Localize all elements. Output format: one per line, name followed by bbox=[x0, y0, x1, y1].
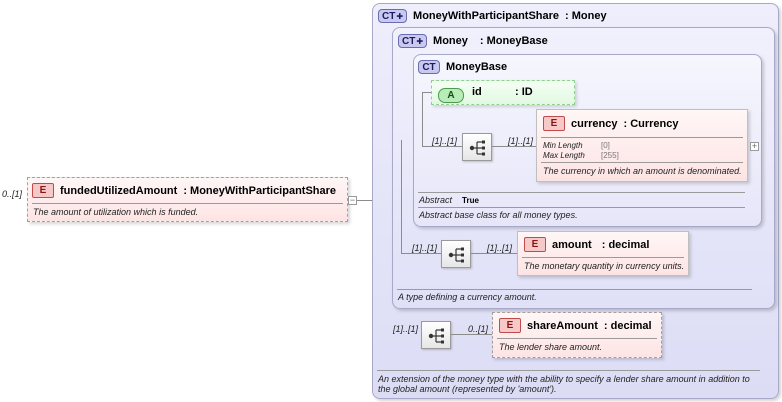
root-element-box[interactable]: E fundedUtilizedAmount : MoneyWithPartic… bbox=[27, 177, 348, 222]
share-amount-name: shareAmount bbox=[527, 319, 598, 332]
currency-type: : Currency bbox=[623, 117, 679, 130]
root-multiplicity: 0..[1] bbox=[2, 189, 23, 199]
facet-max-length-value: [255] bbox=[601, 151, 619, 160]
abstract-label: Abstract bbox=[419, 195, 453, 205]
outer-ct-doc-line2: the global amount (represented by 'amoun… bbox=[378, 384, 557, 394]
root-element-doc: The amount of utilization which is funde… bbox=[33, 207, 199, 217]
id-attribute-name: id bbox=[472, 86, 482, 98]
outer-ct-doc-line1: An extension of the money type with the … bbox=[378, 374, 750, 384]
attribute-badge: A bbox=[438, 88, 464, 103]
moneybase-ct-name: MoneyBase bbox=[446, 61, 508, 73]
amount-name: amount bbox=[552, 238, 592, 251]
sequence-icon[interactable] bbox=[441, 240, 471, 268]
id-attribute-box[interactable]: A id : ID bbox=[431, 80, 575, 105]
element-badge: E bbox=[543, 116, 565, 131]
amount-type: : decimal bbox=[601, 238, 650, 251]
money-ct-type: : MoneyBase bbox=[479, 35, 548, 47]
facet-min-length-label: Min Length bbox=[543, 141, 583, 150]
root-element-type: : MoneyWithParticipantShare bbox=[183, 184, 337, 197]
sequence-icon[interactable] bbox=[421, 321, 451, 349]
moneybase-ct-doc: Abstract base class for all money types. bbox=[419, 210, 578, 220]
amount-element-box[interactable]: E amount : decimal The monetary quantity… bbox=[517, 231, 689, 276]
money-ct-doc: A type defining a currency amount. bbox=[398, 292, 537, 302]
currency-seq-multiplicity: [1]..[1] bbox=[432, 136, 458, 146]
share-amount-element-box[interactable]: E shareAmount : decimal The lender share… bbox=[492, 312, 662, 358]
element-badge: E bbox=[32, 183, 54, 198]
share-seq-multiplicity: [1]..[1] bbox=[393, 324, 419, 334]
complex-type-badge: CT bbox=[418, 60, 440, 74]
share-amount-type: : decimal bbox=[603, 319, 652, 332]
sequence-icon[interactable] bbox=[462, 133, 492, 161]
currency-element-box[interactable]: E currency : Currency Min Length [0] Max… bbox=[536, 109, 748, 182]
currency-name: currency bbox=[571, 117, 618, 130]
amount-seq-multiplicity: [1]..[1] bbox=[412, 243, 438, 253]
id-attribute-type: : ID bbox=[515, 86, 533, 98]
abstract-value: True bbox=[462, 195, 479, 205]
outer-ct-name: MoneyWithParticipantShare bbox=[413, 10, 560, 22]
complex-type-badge: CT✚ bbox=[378, 9, 408, 23]
currency-doc: The currency in which an amount is denom… bbox=[543, 166, 742, 176]
complex-type-badge: CT✚ bbox=[398, 34, 428, 48]
currency-multiplicity: [1]..[1] bbox=[508, 136, 534, 146]
outer-ct-type: : Money bbox=[565, 10, 607, 22]
collapse-icon[interactable]: − bbox=[348, 195, 357, 205]
share-multiplicity: 0..[1] bbox=[468, 324, 489, 334]
share-amount-doc: The lender share amount. bbox=[499, 342, 603, 352]
element-badge: E bbox=[524, 237, 546, 252]
element-badge: E bbox=[499, 318, 521, 333]
root-element-name: fundedUtilizedAmount bbox=[60, 184, 178, 197]
facet-max-length-label: Max Length bbox=[543, 151, 585, 160]
amount-multiplicity: [1]..[1] bbox=[487, 243, 513, 253]
money-ct-name: Money bbox=[433, 35, 468, 47]
expand-icon[interactable]: + bbox=[750, 141, 759, 151]
facet-min-length-value: [0] bbox=[601, 141, 610, 150]
amount-doc: The monetary quantity in currency units. bbox=[524, 261, 685, 271]
